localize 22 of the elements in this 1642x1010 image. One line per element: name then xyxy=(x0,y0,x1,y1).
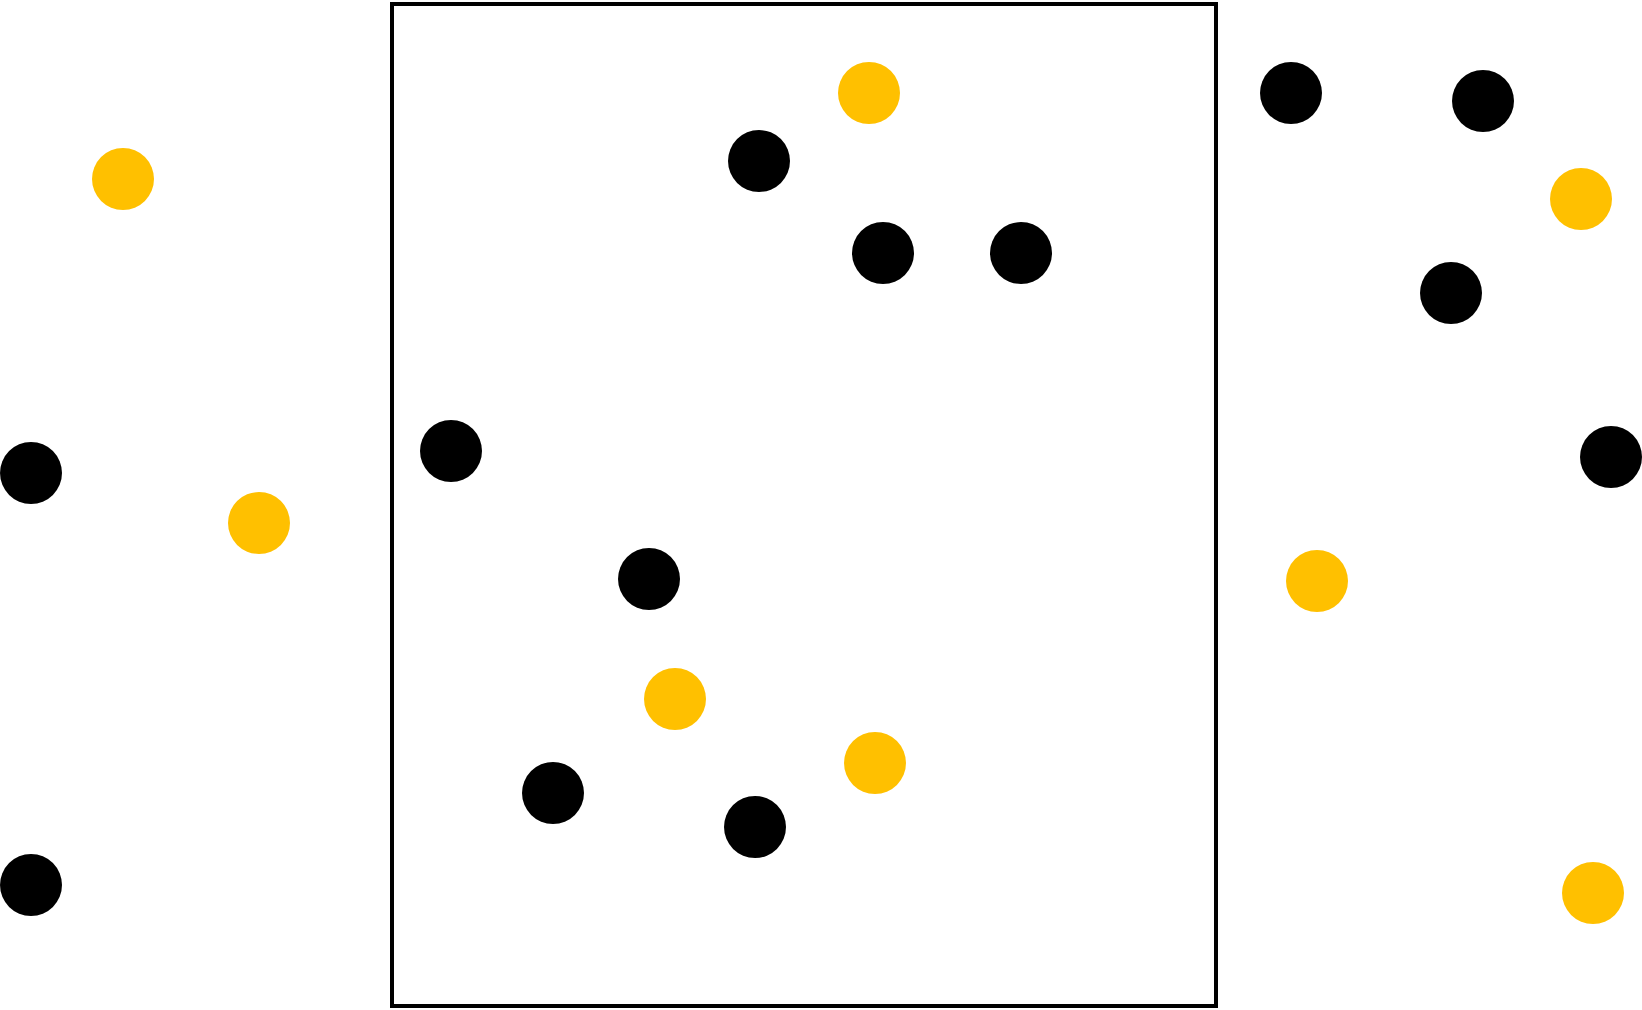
dot xyxy=(643,667,705,729)
dot xyxy=(420,419,483,482)
dot xyxy=(838,61,901,123)
dot xyxy=(724,795,787,857)
dot xyxy=(1285,549,1347,611)
dot xyxy=(851,222,913,285)
dot xyxy=(91,147,153,209)
rectangle-frame xyxy=(390,2,1218,1008)
dot xyxy=(1549,167,1611,229)
dot xyxy=(989,222,1051,285)
dot xyxy=(522,761,585,823)
dot xyxy=(227,492,289,554)
dot xyxy=(617,547,679,609)
dot xyxy=(1561,861,1623,923)
dot xyxy=(1419,261,1481,323)
dot xyxy=(1579,425,1641,487)
dot xyxy=(1259,61,1321,123)
dot xyxy=(843,731,906,793)
dot xyxy=(0,853,63,915)
dot xyxy=(0,441,63,503)
dot xyxy=(1451,69,1513,131)
dot xyxy=(727,129,789,191)
